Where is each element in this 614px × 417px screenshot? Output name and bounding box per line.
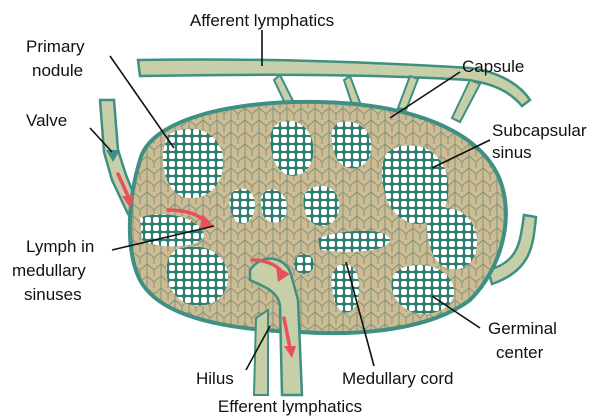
- label-lymph-in-1: Lymph in: [26, 237, 94, 256]
- label-valve: Valve: [26, 111, 67, 130]
- label-germinal-1: Germinal: [488, 319, 557, 338]
- primary-nodule: [163, 129, 223, 198]
- label-lymph-in-2: medullary: [12, 261, 86, 280]
- label-capsule: Capsule: [462, 57, 524, 76]
- label-afferent-lymphatics: Afferent lymphatics: [190, 11, 334, 30]
- label-efferent-lymphatics: Efferent lymphatics: [218, 397, 362, 416]
- label-medullary-cord: Medullary cord: [342, 369, 454, 388]
- label-primary-nodule-1: Primary: [26, 37, 85, 56]
- label-subcapsular-1: Subcapsular: [492, 121, 587, 140]
- label-subcapsular-2: sinus: [492, 143, 532, 162]
- label-germinal-2: center: [496, 343, 544, 362]
- label-primary-nodule-2: nodule: [32, 61, 83, 80]
- label-lymph-in-3: sinuses: [24, 285, 82, 304]
- label-hilus: Hilus: [196, 369, 234, 388]
